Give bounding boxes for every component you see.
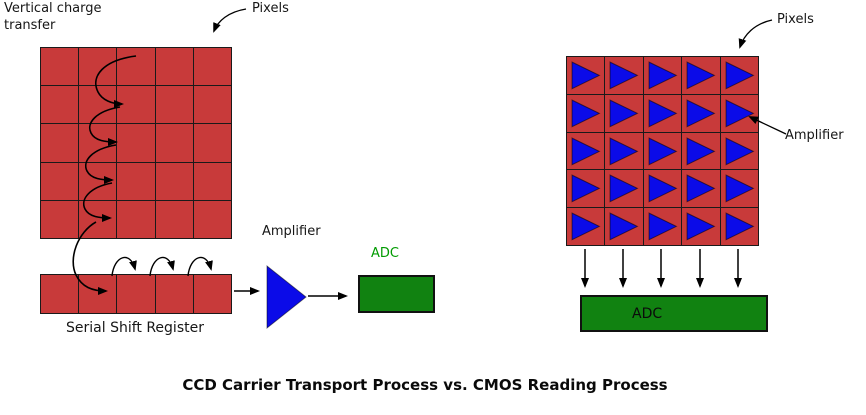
ccd-pixel-cell [41,48,79,86]
cmos-pixel-cell [720,208,758,245]
ccd-pixel-cell [79,48,117,86]
vertical-charge-transfer-label: Vertical charge transfer [4,1,102,33]
ccd-pixel-cell [155,162,193,200]
amplifier-icon [609,99,639,128]
amplifier-icon [725,136,755,166]
ccd-pixel-cell [193,124,231,162]
ccd-pixels-label: Pixels [252,1,289,16]
cmos-pixel-cell [605,94,643,132]
ccd-pixels-pointer-arrow [213,8,247,33]
amplifier-icon [571,61,601,90]
ccd-pixel-cell [117,162,155,200]
cmos-pixel-cell [567,208,605,245]
amplifier-icon [648,61,678,90]
ccd-pixel-cell [193,86,231,124]
amplifier-icon [725,99,755,128]
ccd-pixel-cell [41,162,79,200]
cmos-pixel-cell [567,132,605,170]
register-cell [79,275,117,313]
amplifier-icon [648,99,678,128]
register-cell [117,275,155,313]
ccd-pixel-cell [155,200,193,238]
cmos-pixel-cell [643,57,682,94]
cmos-pixel-grid [566,56,759,246]
cmos-pixel-cell [567,57,605,94]
ccd-pixel-cell [155,86,193,124]
ccd-pixel-cell [155,124,193,162]
cmos-adc-label: ADC [632,305,663,322]
cmos-pixel-cell [720,94,758,132]
cmos-pixel-cell [567,170,605,208]
cmos-pixel-cell [682,132,720,170]
cmos-pixel-cell [643,132,682,170]
serial-shift-register-label: Serial Shift Register [66,320,204,336]
ccd-pixel-cell [41,124,79,162]
amplifier-icon [571,99,601,128]
ccd-pixel-cell [117,200,155,238]
amplifier-icon [686,61,716,90]
amplifier-icon [571,136,601,166]
ccd-adc-box [358,275,435,313]
ccd-pixel-cell [155,48,193,86]
ccd-pixel-cell [41,86,79,124]
amplifier-icon [686,99,716,128]
amplifier-icon [609,61,639,90]
ccd-pixel-cell [79,124,117,162]
ccd-pixel-cell [193,162,231,200]
amplifier-icon [609,174,639,203]
ccd-adc-label: ADC [371,246,399,261]
cmos-pixels-label: Pixels [777,12,814,27]
ccd-amplifier-label: Amplifier [262,224,321,239]
cmos-pixel-cell [605,208,643,245]
ccd-pixel-cell [79,162,117,200]
ccd-pixel-cell [193,200,231,238]
cmos-pixel-cell [605,170,643,208]
amplifier-icon [609,136,639,166]
ccd-pixel-cell [79,200,117,238]
cmos-pixel-cell [682,57,720,94]
ccd-pixel-cell [117,86,155,124]
cmos-pixel-cell [643,170,682,208]
register-cell [155,275,193,313]
ccd-pixel-grid [40,47,232,239]
cmos-pixel-cell [720,132,758,170]
amplifier-icon [686,136,716,166]
cmos-amplifier-label: Amplifier [785,128,844,143]
diagram-title: CCD Carrier Transport Process vs. CMOS R… [182,376,668,394]
cmos-pixel-cell [682,94,720,132]
amplifier-icon [725,212,755,241]
cmos-pixel-cell [567,94,605,132]
amplifier-triangle [266,264,307,330]
ccd-pixel-cell [41,200,79,238]
amplifier-icon [648,212,678,241]
ccd-pixel-cell [79,86,117,124]
cmos-pixel-cell [682,170,720,208]
amplifier-icon [571,174,601,203]
ccd-pixel-cell [193,48,231,86]
amplifier-icon [686,174,716,203]
cmos-pixel-cell [720,170,758,208]
register-cell [41,275,79,313]
cmos-pixels-pointer-arrow [738,19,773,49]
amplifier-icon [648,174,678,203]
serial-shift-register [40,274,232,314]
ccd-pixel-cell [117,124,155,162]
amplifier-icon [725,61,755,90]
register-cell [193,275,231,313]
cmos-pixel-cell [643,94,682,132]
cmos-pixel-cell [605,57,643,94]
amplifier-icon [571,212,601,241]
cmos-pixel-cell [643,208,682,245]
cmos-pixel-cell [605,132,643,170]
cmos-pixel-cell [682,208,720,245]
cmos-adc-box: ADC [580,295,768,332]
ccd-pixel-cell [117,48,155,86]
amplifier-icon [648,136,678,166]
amplifier-icon [686,212,716,241]
amplifier-icon [609,212,639,241]
cmos-pixel-cell [720,57,758,94]
amplifier-icon [725,174,755,203]
